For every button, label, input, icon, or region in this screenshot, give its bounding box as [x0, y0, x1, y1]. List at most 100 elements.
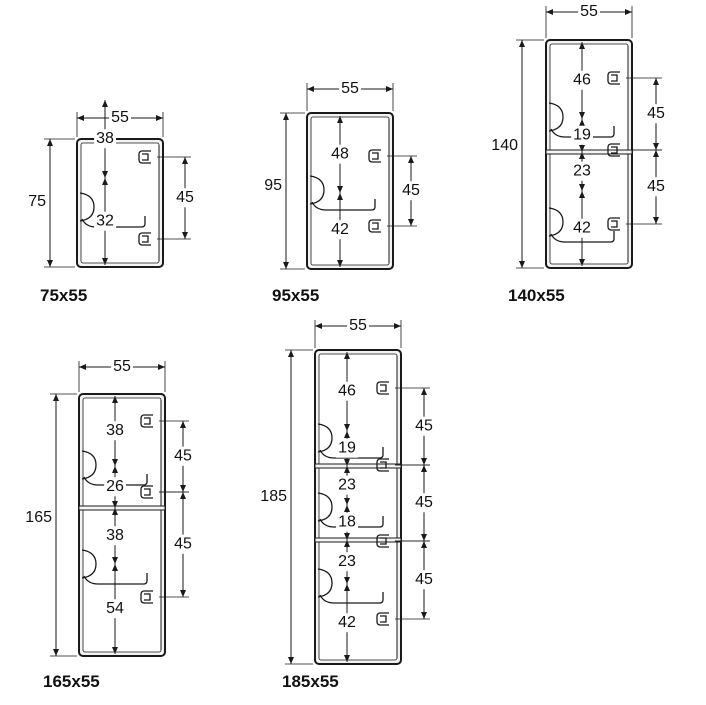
profile-185x55-clip-2 [376, 534, 389, 548]
profile-140x55-clip-0 [607, 71, 620, 85]
profile-185x55-height-dim-head-top [288, 350, 294, 357]
profile-75x55-clip-dim-0-head-top [182, 157, 188, 164]
profile-140x55-clip-dim-1-head-top [653, 150, 659, 157]
caption-185x55: 185x55 [282, 672, 339, 691]
profile-95x55-inner-dim-1-head-top [337, 193, 343, 200]
profile-75x55-inner-label-0-bg [94, 129, 116, 149]
profile-165x55-hook-0-bump [81, 450, 97, 480]
profile-165x55-inner-dim-0-head-top [112, 396, 118, 403]
profile-75x55-inner-dim-1-head-top [102, 178, 108, 185]
profile-165x55-clip-dim-0-head-top [180, 421, 186, 428]
profile-140x55-width-label-bg [578, 2, 600, 22]
profile-95x55-hook-0-bump [309, 175, 325, 205]
profile-185x55-clip-dim-0-head-top [421, 388, 427, 395]
profile-140x55-clip-dim-1-head-bottom [653, 217, 659, 224]
profile-140x55-height-dim-head-bottom [519, 261, 525, 268]
caption-140x55: 140x55 [508, 286, 565, 305]
profile-185x55-height-label-bg [258, 487, 290, 507]
profile-185x55-clip-label-2-bg [413, 570, 435, 590]
profile-95x55-hook-0-arm [311, 199, 376, 211]
profile-140x55-inner-label-1-bg [571, 125, 593, 145]
profile-185x55-inner-dim-2-head-top [344, 466, 350, 473]
profile-185x55-hook-1-arm [319, 516, 384, 528]
profile-95x55-width-dim-head-right [386, 86, 393, 92]
profile-95x55-height-dim-head-bottom [283, 262, 289, 269]
profile-185x55-inner-label-5: 42 [338, 614, 356, 631]
profile-185x55-clip-dim-2-head-top [421, 541, 427, 548]
profile-95x55-inner-dim-1-head-bottom [337, 260, 343, 267]
profile-140x55-width-label: 55 [580, 3, 598, 20]
profile-95x55-inner-dim-0-head-top [337, 116, 343, 123]
profile-185x55-clip-1 [376, 458, 389, 472]
profile-185x55-width-label-bg [347, 316, 369, 336]
profile-140x55-clip-label-0: 45 [647, 105, 665, 122]
profile-95x55-inner-label-0: 48 [331, 146, 349, 163]
profile-185x55-inner-label-4: 23 [338, 553, 356, 570]
profile-185x55-inner-dim-2-head-bottom [344, 498, 350, 505]
profile-165x55-width-dim-head-left [79, 364, 86, 370]
profile-95x55-width-label: 55 [341, 80, 359, 97]
profile-185x55-height-dim-head-bottom [288, 657, 294, 664]
profile-140x55-inner-label-0: 46 [573, 72, 591, 89]
profile-185x55-inner-label-1: 19 [338, 440, 356, 457]
profile-165x55-clip-1 [140, 485, 153, 499]
profile-165x55-clip-dim-0-head-bottom [180, 485, 186, 492]
profile-165x55-height-label-bg [23, 508, 55, 528]
profile-140x55-height-dim-head-top [519, 40, 525, 47]
profile-185x55-width-dim-head-left [315, 323, 322, 329]
profile-140x55-inner-dim-0-head-bottom [579, 112, 585, 119]
profile-185x55-separator-0 [314, 463, 402, 469]
profile-75x55-clip-0 [138, 150, 151, 164]
profile-75x55-inner-dim-0-head-bottom [102, 171, 108, 178]
profile-185x55-inner-label-5-bg [336, 613, 358, 633]
profile-75x55-width-label: 55 [111, 109, 129, 126]
profile-185x55-clip-label-0-bg [413, 416, 435, 436]
profile-140x55-width-dim-head-right [625, 9, 632, 15]
profile-140x55-width-dim-head-left [546, 9, 553, 15]
profile-95x55-inner-label-0-bg [329, 144, 351, 164]
profile-75x55-inner-label-0: 38 [96, 130, 114, 147]
profile-185x55-clip-dim-0-head-bottom [421, 458, 427, 465]
profile-140x55-inner-label-2: 23 [573, 163, 591, 180]
profile-185x55-inner-dim-3-head-top [344, 505, 350, 512]
profile-185x55-inner-dim-0-head-top [344, 352, 350, 359]
profile-140x55-clip-2 [607, 217, 620, 231]
profile-75x55-clip-label-0: 45 [176, 189, 194, 206]
profile-95x55-clip-dim-0-head-bottom [408, 219, 414, 226]
profile-140x55-clip-1 [607, 143, 620, 157]
profile-140x55-hook-1-arm [550, 231, 615, 243]
profile-165x55-clip-dim-1-head-top [180, 492, 186, 499]
profile-185x55-width-label: 55 [349, 317, 367, 334]
profile-185x55-clip-3 [376, 612, 389, 626]
profile-185x55-inner-label-3: 18 [338, 514, 356, 531]
profile-95x55-clip-0 [368, 149, 381, 163]
profile-75x55-height-dim-head-top [47, 139, 53, 146]
profile-140x55-hook-1-bump [548, 207, 564, 237]
profile-75x55-inner-dim-1-head-bottom [102, 258, 108, 265]
profile-95x55-clip-dim-0-head-top [408, 156, 414, 163]
profile-140x55-inner-dim-2-head-top [579, 152, 585, 159]
profile-140x55-inner-dim-0-head-top [579, 42, 585, 49]
profile-165x55-inner-dim-1-head-bottom [112, 501, 118, 508]
profile-165x55-inner-label-1-bg [104, 477, 126, 497]
profile-165x55-inner-label-0-bg [104, 421, 126, 441]
profile-95x55-inner-label-1: 42 [331, 221, 349, 238]
profile-185x55-inner-dim-3-head-bottom [344, 533, 350, 540]
profile-140x55-inner-label-0-bg [571, 70, 593, 90]
profile-165x55-clip-label-0-bg [172, 446, 194, 466]
profile-185x55-hook-0-arm [319, 447, 384, 459]
profile-75x55-inner-label-1-bg [94, 211, 116, 231]
profile-140x55-height-label: 140 [491, 137, 518, 154]
profile-95x55-clip-label-0: 45 [402, 182, 420, 199]
profile-165x55-hook-1-arm [83, 573, 148, 585]
profile-75x55-height-label: 75 [28, 193, 46, 210]
profile-165x55-inner-dim-2-head-top [112, 508, 118, 515]
profile-140x55-clip-label-0-bg [645, 104, 667, 124]
profile-185x55-inner-dim-5-head-bottom [344, 655, 350, 662]
profile-95x55-height-dim-head-top [283, 113, 289, 120]
profile-95x55-width-dim-head-left [307, 86, 314, 92]
profile-140x55-inner-label-3-bg [571, 218, 593, 238]
profile-165x55-inner-label-3: 54 [106, 600, 124, 617]
profile-140x55-separator-0 [545, 149, 633, 155]
